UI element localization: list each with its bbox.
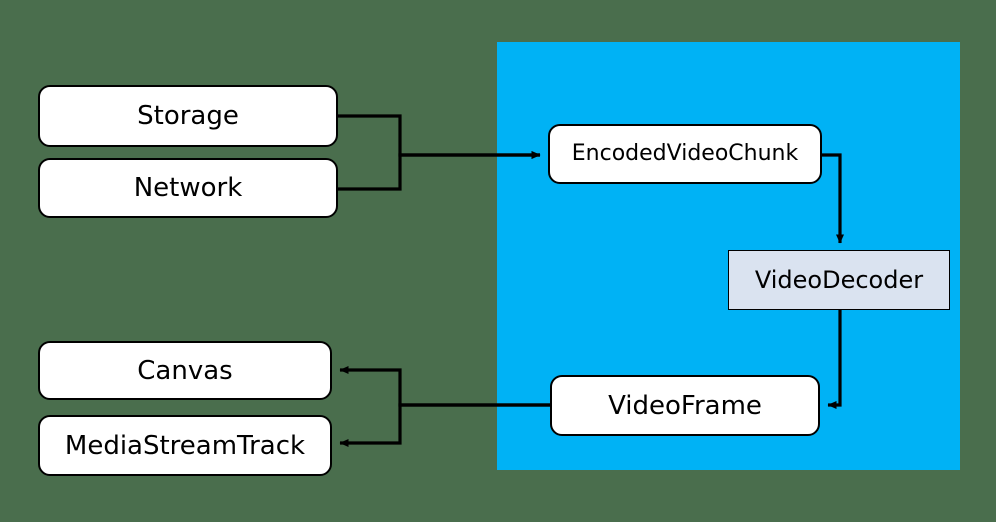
node-label-network: Network — [133, 173, 243, 203]
node-canvas[interactable]: Canvas — [38, 341, 332, 400]
node-network[interactable]: Network — [38, 158, 338, 218]
node-encoded-video-chunk[interactable]: EncodedVideoChunk — [548, 124, 822, 184]
node-label-media-stream-track: MediaStreamTrack — [64, 430, 306, 461]
node-media-stream-track[interactable]: MediaStreamTrack — [38, 415, 332, 476]
node-label-video-frame: VideoFrame — [608, 390, 762, 421]
node-storage[interactable]: Storage — [38, 85, 338, 147]
node-video-decoder[interactable]: VideoDecoder — [728, 250, 950, 310]
node-label-video-decoder: VideoDecoder — [754, 266, 924, 294]
node-label-storage: Storage — [137, 101, 239, 131]
node-label-encoded-video-chunk: EncodedVideoChunk — [571, 141, 799, 166]
node-label-canvas: Canvas — [137, 355, 233, 386]
node-video-frame[interactable]: VideoFrame — [550, 375, 820, 436]
